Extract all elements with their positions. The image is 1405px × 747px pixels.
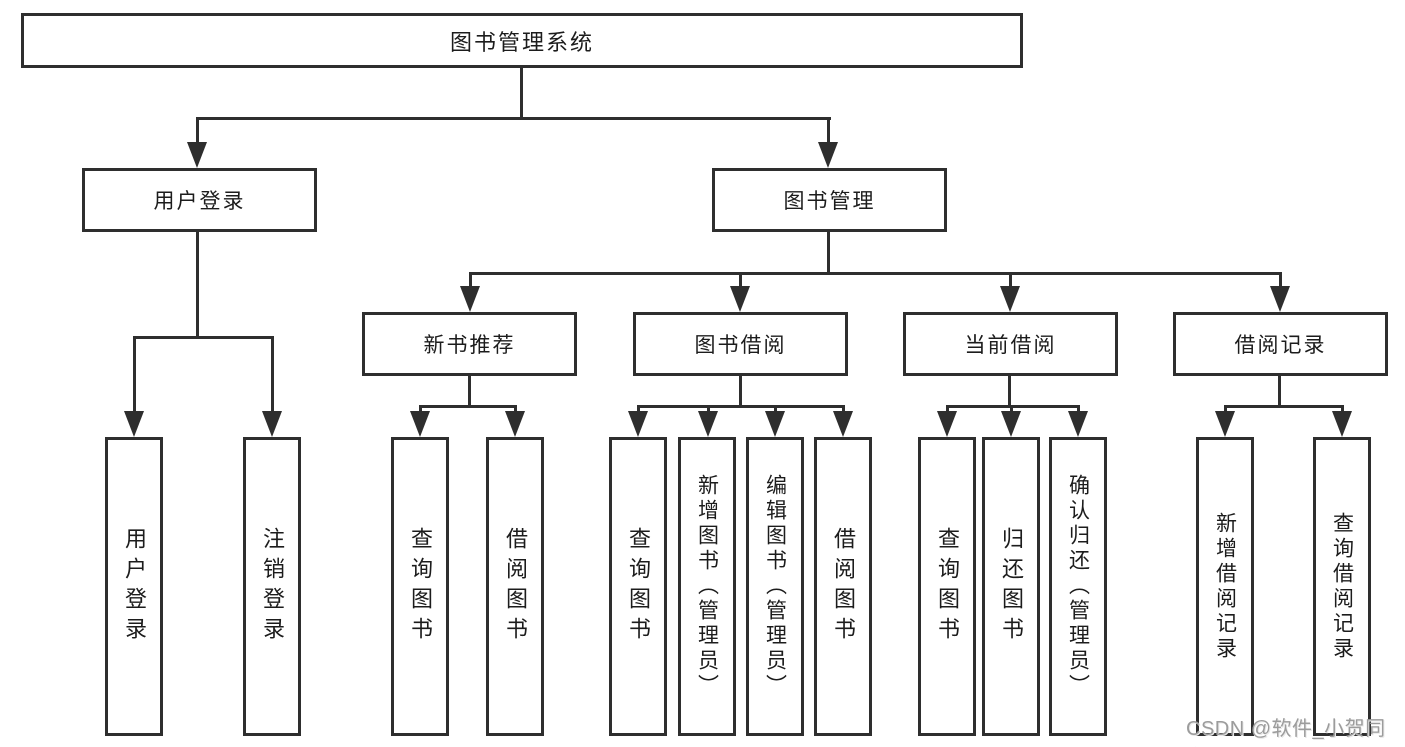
node-label: 查询图书 bbox=[935, 526, 960, 647]
node-label: 新增图书（管理员） bbox=[695, 474, 719, 699]
node-bb-add-books-admin: 新增图书（管理员） bbox=[678, 437, 736, 736]
node-library-management-system: 图书管理系统 bbox=[21, 13, 1023, 68]
connector-root-stub bbox=[520, 68, 523, 120]
connector-arm-current-borrow bbox=[1009, 272, 1012, 290]
node-br-add-record: 新增借阅记录 bbox=[1196, 437, 1254, 736]
node-bb-borrow-books: 借阅图书 bbox=[814, 437, 872, 736]
node-borrowing-records: 借阅记录 bbox=[1173, 312, 1388, 376]
node-label: 确认归还（管理员） bbox=[1066, 474, 1090, 699]
node-nbr-query-books: 查询图书 bbox=[391, 437, 449, 736]
connector-bb-stub bbox=[739, 376, 742, 407]
connector-cb-hline bbox=[946, 405, 1080, 408]
connector-arm-book-mgmt bbox=[827, 117, 830, 145]
node-new-book-recommend: 新书推荐 bbox=[362, 312, 577, 376]
arrowhead-bb-edit bbox=[765, 411, 785, 437]
node-label: 查询图书 bbox=[408, 526, 433, 647]
node-label: 图书借阅 bbox=[694, 334, 787, 357]
node-book-management-group: 图书管理 bbox=[712, 168, 947, 232]
node-label: 图书管理系统 bbox=[449, 29, 594, 55]
connector-bookmgmt-stub bbox=[827, 232, 830, 274]
node-label: 用户登录 bbox=[153, 190, 246, 213]
connector-userlogin-hline bbox=[133, 336, 274, 339]
csdn-watermark: CSDN @软件_小贺同学 bbox=[1186, 718, 1386, 740]
connector-bb-hline bbox=[637, 405, 845, 408]
connector-nbr-hline bbox=[419, 405, 517, 408]
connector-arm-br-add bbox=[1224, 405, 1227, 414]
node-label: 归还图书 bbox=[999, 526, 1024, 647]
connector-arm-cb-query bbox=[946, 405, 949, 414]
node-label: 新书推荐 bbox=[423, 334, 516, 357]
arrowhead-logout bbox=[262, 411, 282, 437]
node-cb-confirm-return-admin: 确认归还（管理员） bbox=[1049, 437, 1107, 736]
node-bb-edit-books-admin: 编辑图书（管理员） bbox=[746, 437, 804, 736]
connector-arm-logout bbox=[271, 336, 274, 414]
node-label: 借阅记录 bbox=[1234, 334, 1327, 357]
connector-arm-nbr-borrow bbox=[514, 405, 517, 414]
arrowhead-current-borrow bbox=[1000, 286, 1020, 312]
arrowhead-bb-borrow bbox=[833, 411, 853, 437]
connector-arm-cb-return bbox=[1010, 405, 1013, 414]
node-br-query-record: 查询借阅记录 bbox=[1313, 437, 1371, 736]
node-logout: 注销登录 bbox=[243, 437, 301, 736]
node-nbr-borrow-books: 借阅图书 bbox=[486, 437, 544, 736]
connector-arm-user-login bbox=[196, 117, 199, 145]
node-label: 查询图书 bbox=[626, 526, 651, 647]
arrowhead-bb-add bbox=[698, 411, 718, 437]
connector-bookmgmt-hline bbox=[469, 272, 1282, 275]
arrowhead-cb-query bbox=[937, 411, 957, 437]
arrowhead-book-borrow bbox=[730, 286, 750, 312]
node-current-borrowing: 当前借阅 bbox=[903, 312, 1118, 376]
arrowhead-br-query bbox=[1332, 411, 1352, 437]
connector-arm-new-book bbox=[469, 272, 472, 290]
connector-nbr-stub bbox=[468, 376, 471, 407]
arrowhead-book-mgmt bbox=[818, 142, 838, 168]
connector-br-hline bbox=[1224, 405, 1344, 408]
node-bb-query-books: 查询图书 bbox=[609, 437, 667, 736]
connector-arm-borrow-records bbox=[1279, 272, 1282, 290]
connector-arm-bb-borrow bbox=[842, 405, 845, 414]
arrowhead-cb-confirm bbox=[1068, 411, 1088, 437]
arrowhead-login bbox=[124, 411, 144, 437]
connector-cb-stub bbox=[1008, 376, 1011, 407]
node-label: 当前借阅 bbox=[964, 334, 1057, 357]
arrowhead-bb-query bbox=[628, 411, 648, 437]
arrowhead-nbr-borrow bbox=[505, 411, 525, 437]
connector-arm-login bbox=[133, 336, 136, 414]
node-label: 查询借阅记录 bbox=[1330, 511, 1354, 662]
arrowhead-br-add bbox=[1215, 411, 1235, 437]
connector-arm-cb-confirm bbox=[1077, 405, 1080, 414]
arrowhead-nbr-query bbox=[410, 411, 430, 437]
node-user-login-group: 用户登录 bbox=[82, 168, 317, 232]
connector-arm-bb-query bbox=[637, 405, 640, 414]
connector-userlogin-stub bbox=[196, 232, 199, 338]
node-book-borrowing: 图书借阅 bbox=[633, 312, 848, 376]
node-label: 编辑图书（管理员） bbox=[763, 474, 787, 699]
node-label: 用户登录 bbox=[122, 526, 147, 647]
node-label: 图书管理 bbox=[783, 190, 876, 213]
connector-root-hline bbox=[197, 117, 831, 120]
node-label: 新增借阅记录 bbox=[1213, 511, 1237, 662]
connector-br-stub bbox=[1278, 376, 1281, 407]
node-label: 注销登录 bbox=[260, 526, 285, 647]
connector-arm-br-query bbox=[1341, 405, 1344, 414]
arrowhead-user-login bbox=[187, 142, 207, 168]
connector-arm-book-borrow bbox=[739, 272, 742, 290]
arrowhead-new-book bbox=[460, 286, 480, 312]
node-cb-return-books: 归还图书 bbox=[982, 437, 1040, 736]
connector-arm-bb-edit bbox=[774, 405, 777, 414]
node-user-login: 用户登录 bbox=[105, 437, 163, 736]
node-label: 借阅图书 bbox=[503, 526, 528, 647]
arrowhead-cb-return bbox=[1001, 411, 1021, 437]
connector-arm-bb-add bbox=[707, 405, 710, 414]
arrowhead-borrow-records bbox=[1270, 286, 1290, 312]
connector-arm-nbr-query bbox=[419, 405, 422, 414]
node-label: 借阅图书 bbox=[831, 526, 856, 647]
node-cb-query-books: 查询图书 bbox=[918, 437, 976, 736]
